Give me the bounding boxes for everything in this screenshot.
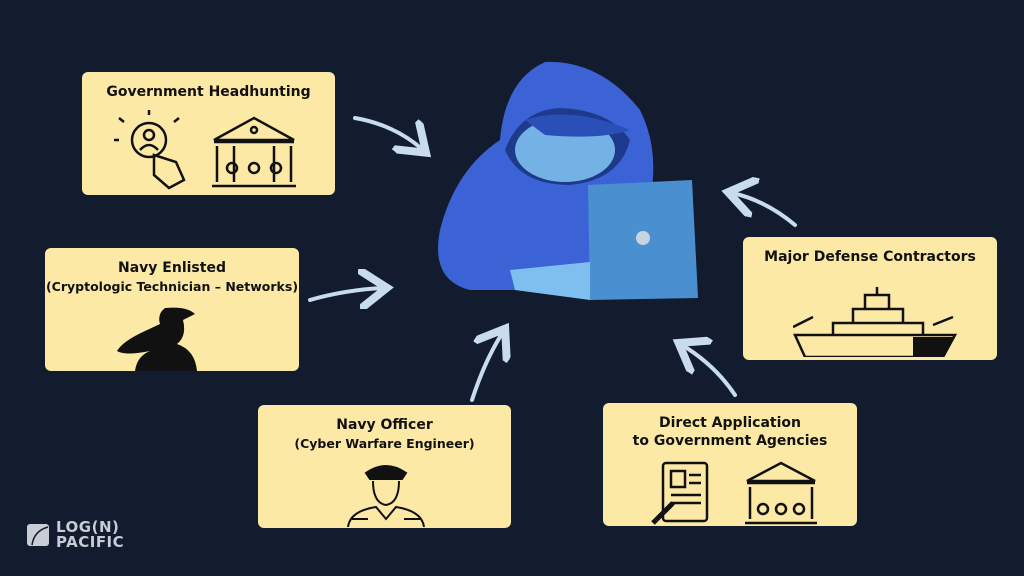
saluting-sailor-icon xyxy=(117,307,197,371)
node-direct-application: Direct Application to Government Agencie… xyxy=(603,403,857,526)
arrow-officer xyxy=(470,332,503,402)
arrow-enlisted xyxy=(308,288,383,300)
logo-line1: LOG(N) xyxy=(56,518,120,536)
warship-icon xyxy=(793,287,958,357)
node-title: Navy Enlisted xyxy=(118,260,226,276)
node-title: Navy Officer xyxy=(336,417,433,433)
logo: LOG(N) PACIFIC xyxy=(26,520,124,550)
headhunting-government-building-icon xyxy=(114,110,296,190)
node-title: Major Defense Contractors xyxy=(764,249,976,265)
arrow-headhunting xyxy=(353,116,423,150)
navy-officer-icon xyxy=(347,465,425,527)
node-subtitle: to Government Agencies xyxy=(632,433,828,449)
node-title: Government Headhunting xyxy=(106,84,311,100)
node-major-defense-contractors: Major Defense Contractors xyxy=(743,237,997,360)
node-subtitle: (Cyber Warfare Engineer) xyxy=(294,436,475,451)
node-subtitle: (Cryptologic Technician – Networks) xyxy=(45,279,299,294)
node-navy-enlisted: Navy Enlisted (Cryptologic Technician – … xyxy=(45,248,299,371)
node-title: Direct Application xyxy=(659,415,801,431)
node-government-headhunting: Government Headhunting xyxy=(82,72,335,195)
arrow-contractors xyxy=(732,193,797,227)
hooded-hacker-illustration xyxy=(438,61,698,300)
node-navy-officer: Navy Officer (Cyber Warfare Engineer) xyxy=(258,405,511,528)
arrow-direct xyxy=(682,345,737,397)
application-form-government-icon xyxy=(651,461,817,525)
logo-line2: PACIFIC xyxy=(56,533,125,551)
logo-mark-icon xyxy=(27,524,49,546)
